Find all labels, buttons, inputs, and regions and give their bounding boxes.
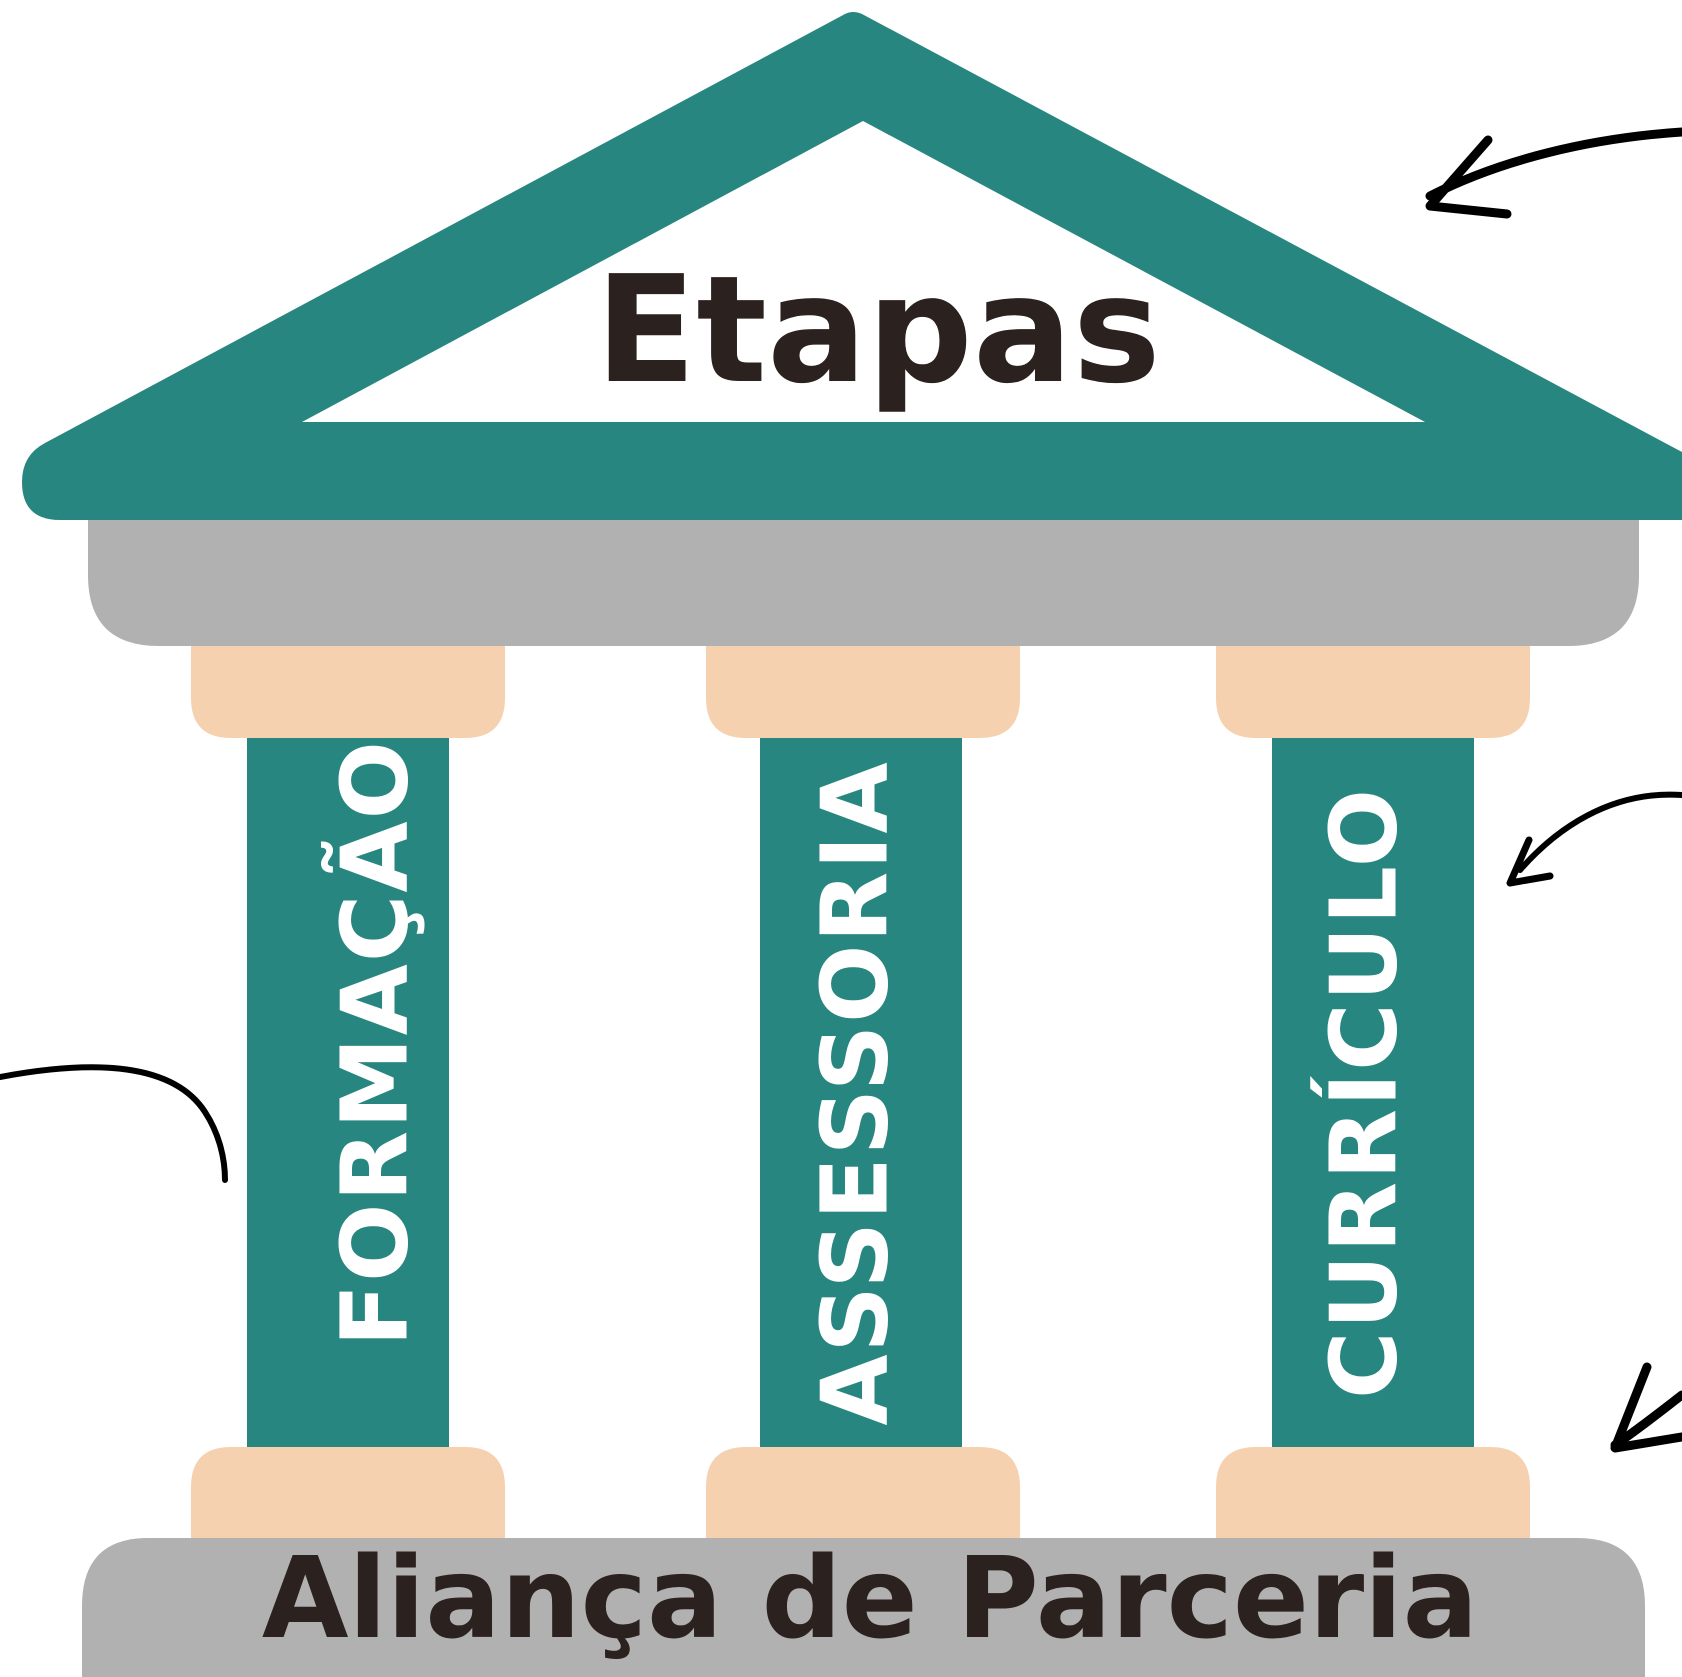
arrow-head xyxy=(1425,135,1512,219)
arrow-left xyxy=(0,1064,228,1183)
pillar-capital xyxy=(191,646,505,738)
arrow-head xyxy=(1506,836,1554,887)
pillar-plinth xyxy=(706,1447,1020,1545)
arrow-head xyxy=(1610,1362,1682,1453)
pillar-shaft xyxy=(760,738,962,1448)
pillar-shaft xyxy=(1272,738,1474,1448)
arrow-mid-right xyxy=(1506,791,1682,887)
foundation-title: Aliança de Parceria xyxy=(262,1534,1478,1664)
pillar-label-assessoria: ASSESSORIA xyxy=(801,760,908,1425)
pillar-shaft xyxy=(247,738,449,1448)
pillar-plinth xyxy=(191,1447,505,1545)
arrow-top-right xyxy=(1425,127,1682,219)
roof-title: Etapas xyxy=(595,244,1161,416)
roof-inner-panel xyxy=(302,121,1425,422)
arrow-curve xyxy=(1425,127,1682,201)
pillar-label-formacao: FORMAÇÃO xyxy=(320,739,428,1347)
pillar-curriculo: CURRÍCULO xyxy=(1216,646,1530,1545)
roof: Etapas xyxy=(22,12,1682,520)
pillar-capital xyxy=(1216,646,1530,738)
arrow-curve xyxy=(1517,791,1682,873)
arrow-curve xyxy=(0,1064,228,1183)
pillar-capital xyxy=(706,646,1020,738)
pillar-plinth xyxy=(1216,1447,1530,1545)
pillar-label-curriculo: CURRÍCULO xyxy=(1309,787,1417,1399)
architrave xyxy=(88,520,1639,646)
pillar-assessoria: ASSESSORIA xyxy=(706,646,1020,1545)
pillar-formacao: FORMAÇÃO xyxy=(191,646,505,1545)
foundation xyxy=(82,1538,1645,1677)
arrow-bottom-right xyxy=(1610,1362,1682,1453)
